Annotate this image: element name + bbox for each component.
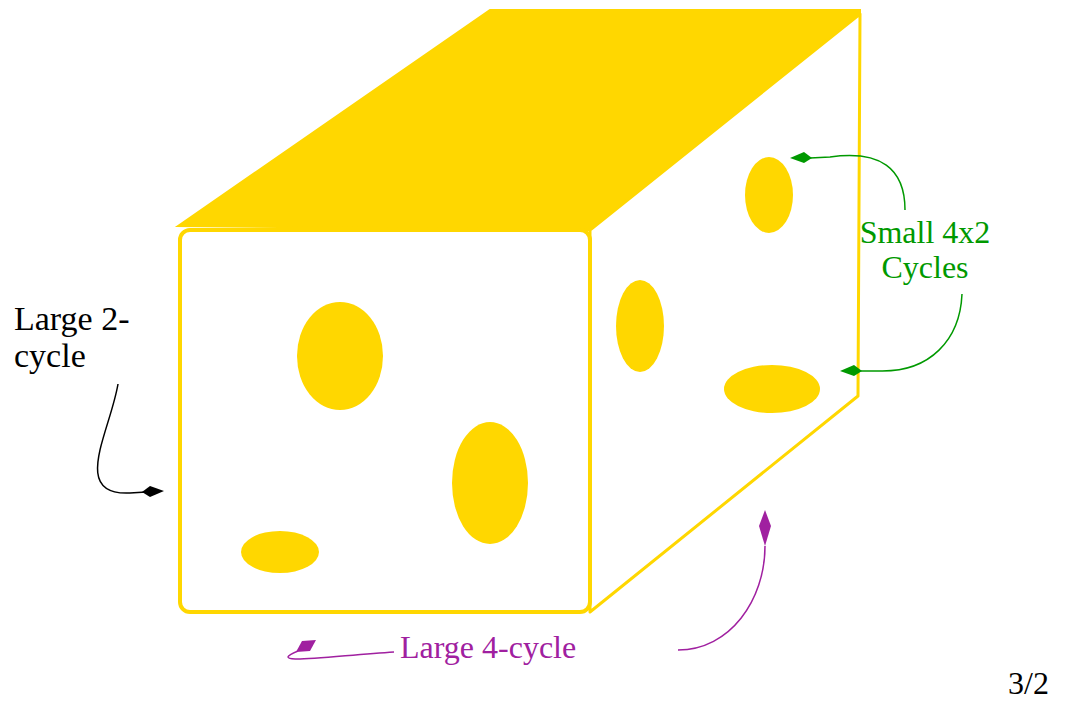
leader-line	[810, 156, 905, 210]
leader-line	[860, 294, 962, 371]
cheese-hole	[616, 280, 664, 372]
callout-label: Large 2-cycle	[14, 300, 139, 375]
cheese-hole	[745, 157, 793, 233]
arrowhead	[759, 510, 771, 546]
arrowhead	[840, 365, 862, 376]
page-number: 3/2	[1008, 666, 1066, 701]
cheese-hole	[241, 531, 319, 573]
arrowhead	[790, 152, 812, 163]
cheese-side-face	[590, 14, 860, 612]
leader-line	[98, 384, 146, 493]
leader-line	[288, 651, 394, 659]
arrowhead	[142, 486, 164, 497]
callout-label: Large 4-cycle	[400, 630, 690, 665]
cheese-hole	[297, 302, 383, 410]
arrowhead	[296, 640, 316, 652]
cheese-hole	[724, 365, 820, 413]
leader-line	[678, 546, 765, 650]
cheese-hole	[452, 422, 528, 544]
cheese-front-face	[180, 230, 590, 612]
callout-label: Small 4x2 Cycles	[845, 215, 1005, 285]
